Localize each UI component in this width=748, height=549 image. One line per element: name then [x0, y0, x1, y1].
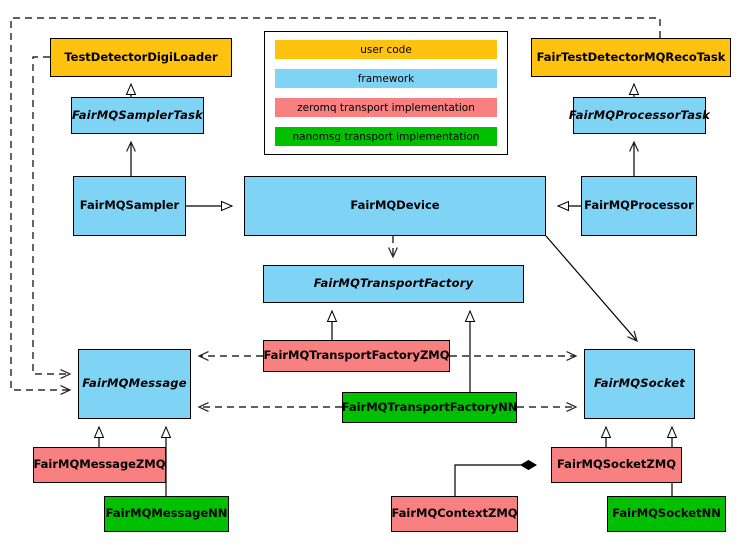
class-node-fairmqmessage[interactable]: FairMQMessage: [78, 349, 191, 419]
class-label: FairMQProcessor: [584, 198, 694, 213]
legend-label: user code: [360, 43, 412, 56]
class-node-fairmqsocket[interactable]: FairMQSocket: [584, 349, 695, 419]
legend-item-zeromq: zeromq transport implementation: [275, 98, 497, 117]
class-node-fairmqmessagezmq[interactable]: FairMQMessageZMQ: [33, 447, 166, 483]
class-node-fairmqtransportfactoryzmq[interactable]: FairMQTransportFactoryZMQ: [263, 340, 450, 372]
class-label: FairMQMessageZMQ: [33, 457, 166, 472]
class-node-fairmqcontextzmq[interactable]: FairMQContextZMQ: [391, 496, 518, 532]
legend-item-nanomsg: nanomsg transport implementation: [275, 127, 497, 146]
class-label: FairMQProcessorTask: [568, 107, 711, 122]
class-label: FairMQTransportFactoryZMQ: [263, 348, 450, 363]
class-label: FairMQSamplerTask: [72, 107, 203, 122]
class-label: FairMQSampler: [79, 198, 180, 213]
legend-item-framework: framework: [275, 69, 497, 88]
legend-label: nanomsg transport implementation: [292, 130, 480, 143]
legend-item-user-code: user code: [275, 40, 497, 59]
class-label: FairMQTransportFactory: [313, 276, 474, 291]
class-label: FairMQContextZMQ: [391, 506, 518, 521]
class-node-testdetectordigiloader[interactable]: TestDetectorDigiLoader: [50, 38, 232, 77]
class-label: FairMQTransportFactoryNN: [341, 399, 518, 414]
class-node-fairmqprocessor[interactable]: FairMQProcessor: [581, 176, 697, 236]
class-node-fairmqsamplertask[interactable]: FairMQSamplerTask: [71, 97, 204, 134]
class-node-fairmqmessagenn[interactable]: FairMQMessageNN: [104, 496, 229, 532]
class-node-fairtestdetectormqrecotask[interactable]: FairTestDetectorMQRecoTask: [531, 38, 731, 77]
class-node-fairmqsampler[interactable]: FairMQSampler: [73, 176, 186, 236]
class-label: FairMQDevice: [350, 198, 440, 213]
class-node-fairmqsocketzmq[interactable]: FairMQSocketZMQ: [551, 447, 682, 483]
class-node-fairmqprocessortask[interactable]: FairMQProcessorTask: [569, 97, 710, 134]
class-node-fairmqtransportfactorynn[interactable]: FairMQTransportFactoryNN: [342, 392, 517, 423]
class-label: FairMQMessageNN: [105, 506, 228, 521]
legend: user code framework zeromq transport imp…: [264, 31, 508, 155]
legend-label: framework: [357, 72, 415, 85]
class-label: FairMQSocket: [593, 376, 686, 391]
class-label: TestDetectorDigiLoader: [64, 49, 218, 64]
class-label: FairMQSocketZMQ: [557, 457, 676, 472]
class-node-fairmqdevice[interactable]: FairMQDevice: [244, 176, 546, 236]
class-label: FairTestDetectorMQRecoTask: [536, 49, 726, 64]
legend-label: zeromq transport implementation: [297, 101, 475, 114]
class-node-fairmqsocketnn[interactable]: FairMQSocketNN: [607, 496, 726, 532]
class-node-fairmqtransportfactory[interactable]: FairMQTransportFactory: [263, 265, 524, 303]
class-label: FairMQMessage: [82, 376, 187, 391]
class-label: FairMQSocketNN: [612, 506, 721, 521]
